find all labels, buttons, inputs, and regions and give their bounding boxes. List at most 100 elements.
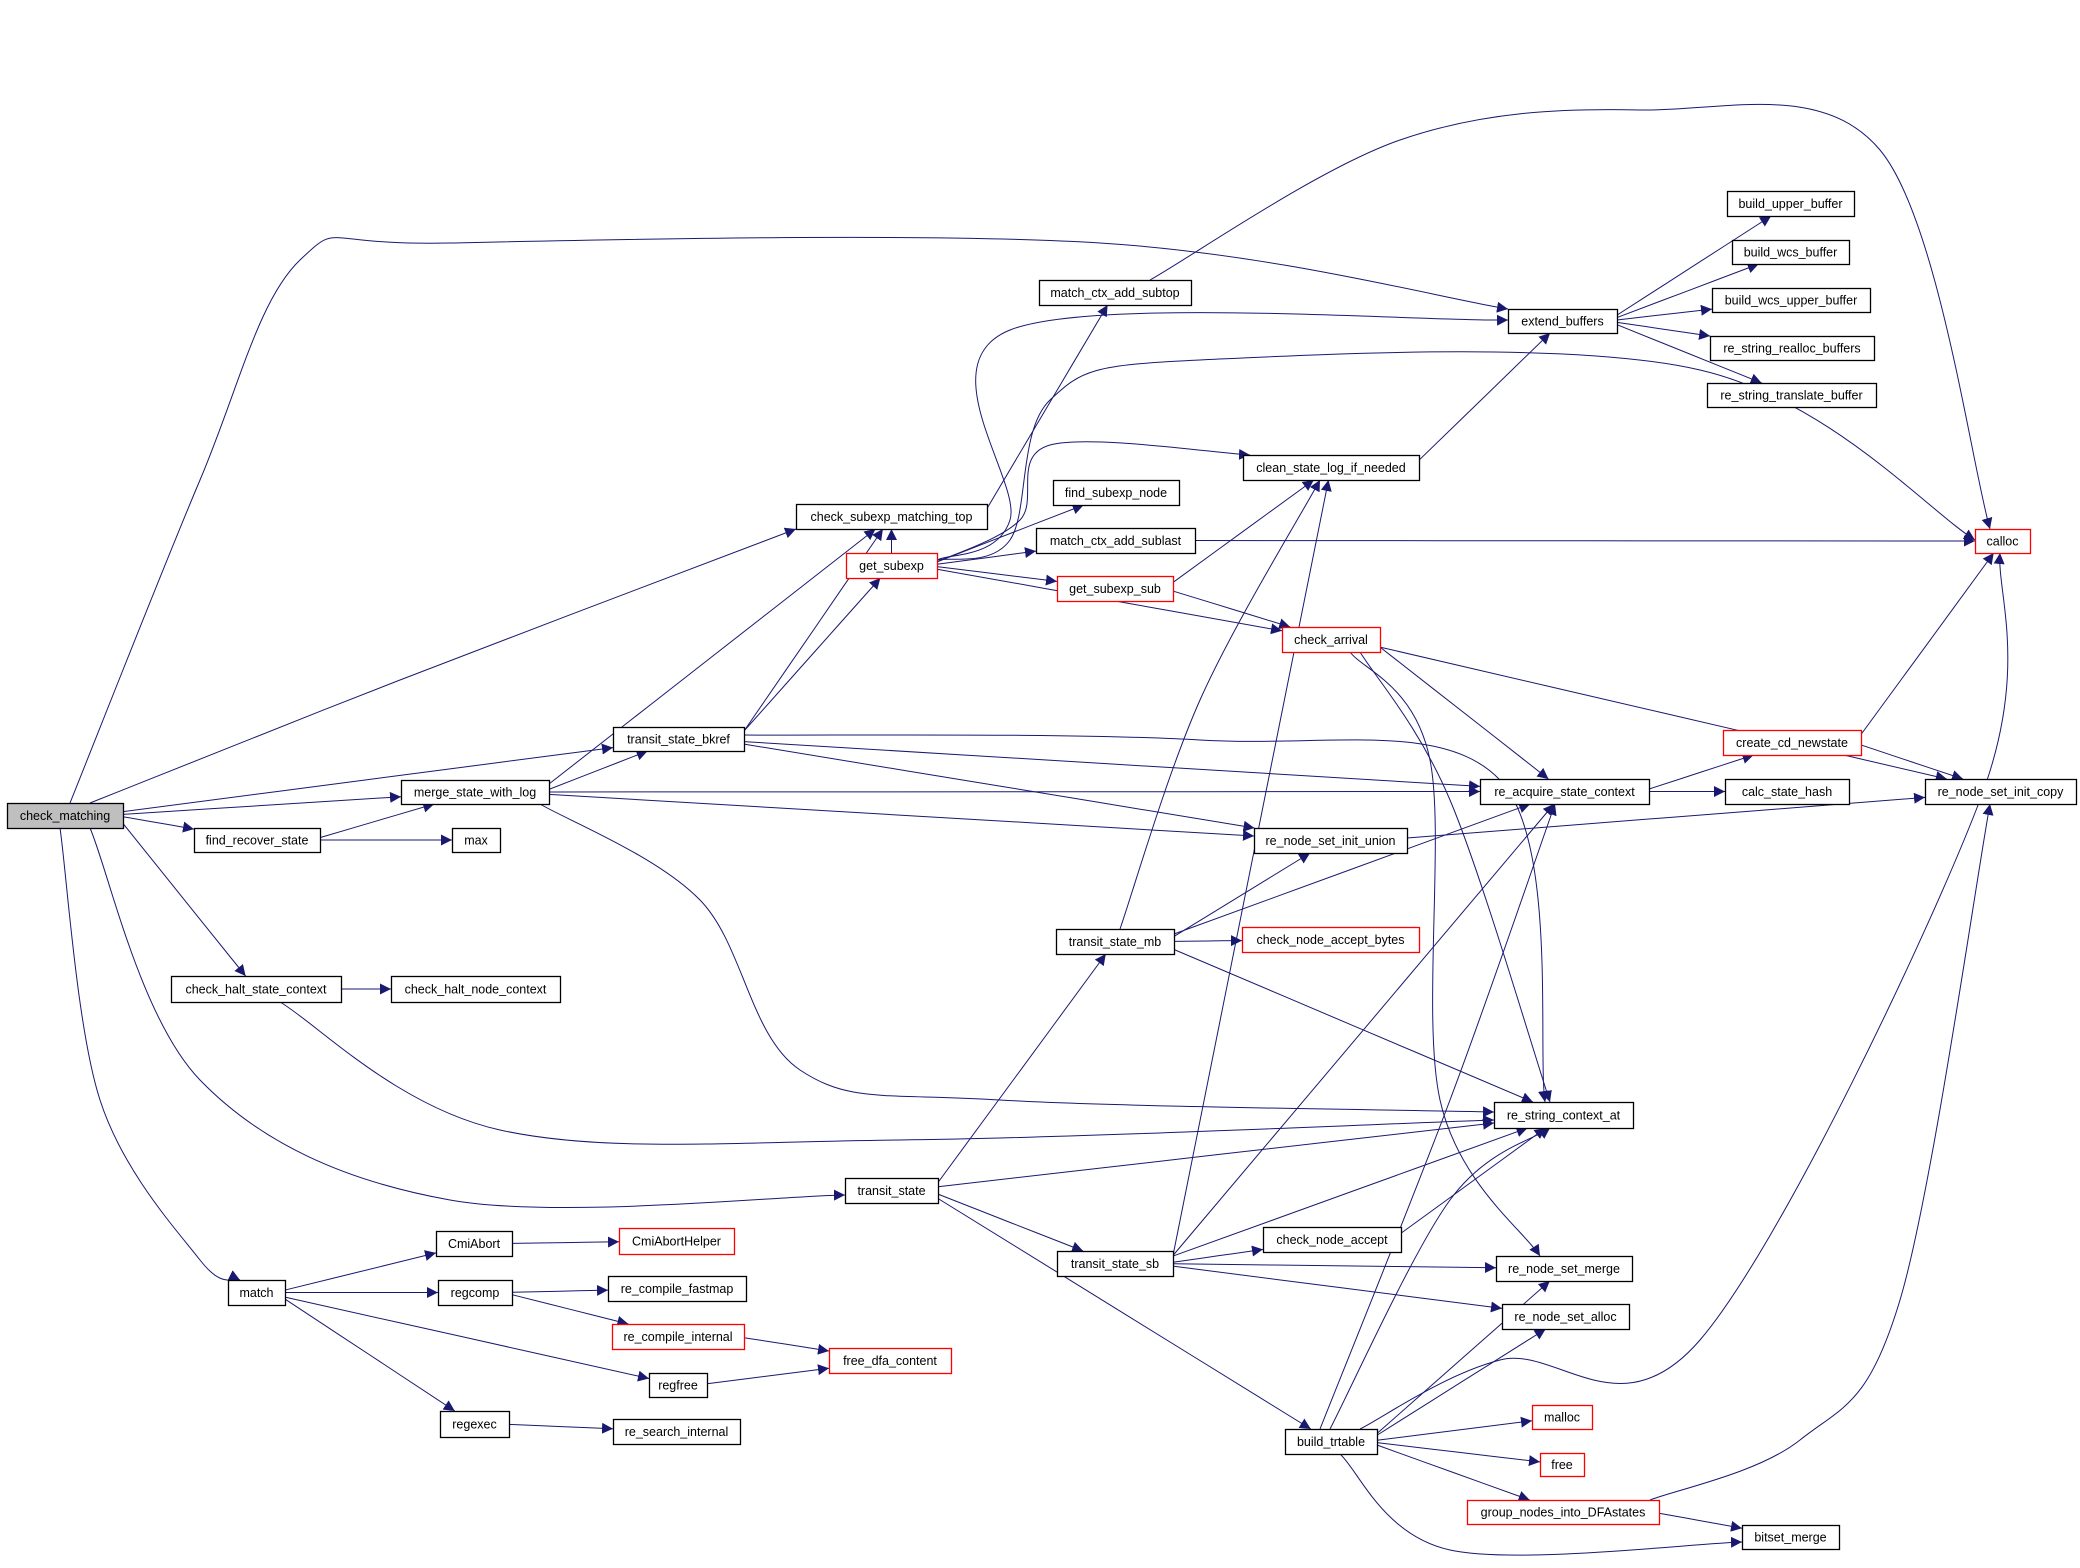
node-box[interactable] <box>1722 729 1863 757</box>
node-box[interactable] <box>1493 1101 1635 1130</box>
node-box[interactable] <box>193 827 322 854</box>
node-box[interactable] <box>795 503 989 531</box>
node-clean-state-log-if-needed[interactable]: clean_state_log_if_needed <box>1242 454 1421 482</box>
node-box[interactable] <box>1055 928 1176 956</box>
node-box[interactable] <box>612 726 746 753</box>
node-box[interactable] <box>1741 1524 1841 1551</box>
node-box[interactable] <box>1284 1428 1379 1456</box>
node-cmiaborthelper[interactable]: CmiAbortHelper <box>618 1227 736 1256</box>
node-check-subexp-matching-top[interactable]: check_subexp_matching_top <box>795 503 989 531</box>
node-re-compile-internal[interactable]: re_compile_internal <box>611 1323 746 1351</box>
node-box[interactable] <box>1495 1255 1634 1283</box>
node-check-halt-node-context[interactable]: check_halt_node_context <box>390 975 562 1004</box>
node-free-dfa-content[interactable]: free_dfa_content <box>828 1347 953 1375</box>
node-box[interactable] <box>1974 528 2032 555</box>
node-box[interactable] <box>1262 1226 1403 1254</box>
node-re-node-set-alloc[interactable]: re_node_set_alloc <box>1501 1303 1631 1331</box>
node-box[interactable] <box>1726 190 1856 218</box>
node-re-node-set-merge[interactable]: re_node_set_merge <box>1495 1255 1634 1283</box>
node-max[interactable]: max <box>451 827 502 854</box>
node-bitset-merge[interactable]: bitset_merge <box>1741 1524 1841 1551</box>
node-box[interactable] <box>1539 1452 1586 1478</box>
node-re-string-context-at[interactable]: re_string_context_at <box>1493 1101 1635 1130</box>
node-box[interactable] <box>844 1177 940 1205</box>
node-transit-state-mb[interactable]: transit_state_mb <box>1055 928 1176 956</box>
node-box[interactable] <box>1466 1499 1661 1526</box>
node-transit-state-bkref[interactable]: transit_state_bkref <box>612 726 746 753</box>
node-box[interactable] <box>390 975 562 1004</box>
node-check-node-accept[interactable]: check_node_accept <box>1262 1226 1403 1254</box>
node-box[interactable] <box>6 802 125 830</box>
node-malloc[interactable]: malloc <box>1531 1404 1594 1431</box>
node-box[interactable] <box>1056 1250 1175 1278</box>
node-create-cd-newstate[interactable]: create_cd_newstate <box>1722 729 1863 757</box>
node-box[interactable] <box>1242 454 1421 482</box>
node-box[interactable] <box>439 1410 511 1439</box>
node-re-node-set-init-copy[interactable]: re_node_set_init_copy <box>1924 778 2078 806</box>
node-box[interactable] <box>648 1372 709 1399</box>
node-box[interactable] <box>451 827 502 854</box>
node-match-ctx-add-sublast[interactable]: match_ctx_add_sublast <box>1035 527 1197 555</box>
node-box[interactable] <box>170 975 343 1004</box>
node-calloc[interactable]: calloc <box>1974 528 2032 555</box>
node-build-wcs-buffer[interactable]: build_wcs_buffer <box>1731 239 1851 266</box>
node-box[interactable] <box>1711 287 1872 314</box>
node-build-trtable[interactable]: build_trtable <box>1284 1428 1379 1456</box>
node-box[interactable] <box>1531 1404 1594 1431</box>
node-box[interactable] <box>1056 575 1175 603</box>
node-box[interactable] <box>1731 239 1851 266</box>
node-find-recover-state[interactable]: find_recover_state <box>193 827 322 854</box>
node-check-node-accept-bytes[interactable]: check_node_accept_bytes <box>1241 926 1421 954</box>
node-box[interactable] <box>1724 778 1851 806</box>
node-cmiabort[interactable]: CmiAbort <box>435 1230 514 1258</box>
node-re-acquire-state-context[interactable]: re_acquire_state_context <box>1479 778 1651 806</box>
node-box[interactable] <box>1241 926 1421 954</box>
node-box[interactable] <box>1281 626 1382 654</box>
node-box[interactable] <box>1253 827 1409 855</box>
node-box[interactable] <box>612 1418 742 1446</box>
node-box[interactable] <box>1479 778 1651 806</box>
node-box[interactable] <box>1038 279 1193 307</box>
node-match[interactable]: match <box>227 1279 287 1307</box>
node-transit-state-sb[interactable]: transit_state_sb <box>1056 1250 1175 1278</box>
node-re-string-translate-buffer[interactable]: re_string_translate_buffer <box>1706 382 1878 409</box>
node-calc-state-hash[interactable]: calc_state_hash <box>1724 778 1851 806</box>
node-box[interactable] <box>845 552 939 580</box>
node-re-string-realloc-buffers[interactable]: re_string_realloc_buffers <box>1709 335 1876 362</box>
node-transit-state[interactable]: transit_state <box>844 1177 940 1205</box>
node-get-subexp[interactable]: get_subexp <box>845 552 939 580</box>
node-box[interactable] <box>435 1230 514 1258</box>
node-build-upper-buffer[interactable]: build_upper_buffer <box>1726 190 1856 218</box>
node-check-halt-state-context[interactable]: check_halt_state_context <box>170 975 343 1004</box>
node-box[interactable] <box>1035 527 1197 555</box>
node-box[interactable] <box>618 1227 736 1256</box>
node-check-matching[interactable]: check_matching <box>6 802 125 830</box>
node-check-arrival[interactable]: check_arrival <box>1281 626 1382 654</box>
node-re-compile-fastmap[interactable]: re_compile_fastmap <box>607 1275 748 1303</box>
node-box[interactable] <box>1507 308 1619 335</box>
node-box[interactable] <box>437 1279 514 1307</box>
node-merge-state-with-log[interactable]: merge_state_with_log <box>400 779 551 806</box>
node-box[interactable] <box>611 1323 746 1351</box>
node-box[interactable] <box>1924 778 2078 806</box>
node-box[interactable] <box>607 1275 748 1303</box>
node-box[interactable] <box>1709 335 1876 362</box>
node-extend-buffers[interactable]: extend_buffers <box>1507 308 1619 335</box>
node-re-node-set-init-union[interactable]: re_node_set_init_union <box>1253 827 1409 855</box>
node-box[interactable] <box>1501 1303 1631 1331</box>
node-match-ctx-add-subtop[interactable]: match_ctx_add_subtop <box>1038 279 1193 307</box>
node-re-search-internal[interactable]: re_search_internal <box>612 1418 742 1446</box>
node-box[interactable] <box>1706 382 1878 409</box>
node-box[interactable] <box>400 779 551 806</box>
node-regfree[interactable]: regfree <box>648 1372 709 1399</box>
node-get-subexp-sub[interactable]: get_subexp_sub <box>1056 575 1175 603</box>
node-regexec[interactable]: regexec <box>439 1410 511 1439</box>
node-box[interactable] <box>1052 479 1181 507</box>
node-find-subexp-node[interactable]: find_subexp_node <box>1052 479 1181 507</box>
node-build-wcs-upper-buffer[interactable]: build_wcs_upper_buffer <box>1711 287 1872 314</box>
node-box[interactable] <box>227 1279 287 1307</box>
node-regcomp[interactable]: regcomp <box>437 1279 514 1307</box>
node-box[interactable] <box>828 1347 953 1375</box>
node-group-nodes-into-dfastates[interactable]: group_nodes_into_DFAstates <box>1466 1499 1661 1526</box>
node-free[interactable]: free <box>1539 1452 1586 1478</box>
